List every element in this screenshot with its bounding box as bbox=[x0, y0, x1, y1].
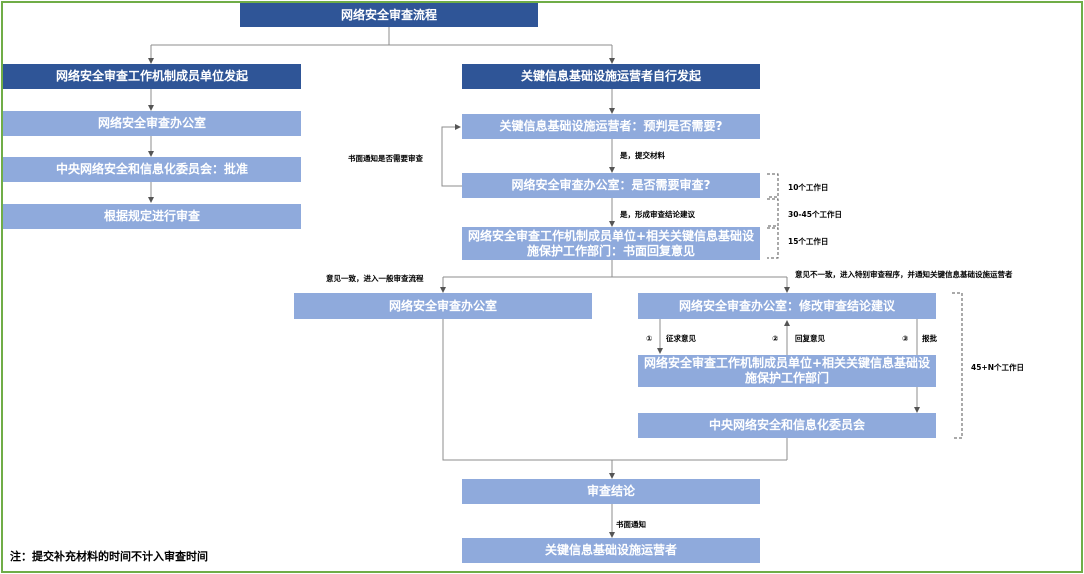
label-written-notice: 书面通知 bbox=[616, 520, 646, 529]
left-review-office: 网络安全审查办公室 bbox=[3, 111, 301, 136]
footnote: 注：提交补充材料的时间不计入审查时间 bbox=[10, 550, 208, 563]
label-step-3: ③ bbox=[902, 334, 909, 343]
label-written-notice-need: 书面通知是否需要审查 bbox=[348, 154, 423, 163]
members-written-reply: 网络安全审查工作机制成员单位+相关关键信息基础设施保护工作部门：书面回复意见 bbox=[462, 227, 760, 260]
left-central-committee: 中央网络安全和信息化委员会：批准 bbox=[3, 157, 301, 182]
label-step-1: ① bbox=[646, 334, 653, 343]
left-review-by-rules: 根据规定进行审查 bbox=[3, 204, 301, 229]
final-operator: 关键信息基础设施运营者 bbox=[462, 538, 760, 563]
operator-prejudge: 关键信息基础设施运营者：预判是否需要? bbox=[462, 114, 760, 139]
central-committee: 中央网络安全和信息化委员会 bbox=[638, 413, 936, 438]
office-need-review: 网络安全审查办公室：是否需要审查? bbox=[462, 173, 760, 198]
label-agree: 意见一致，进入一般审查流程 bbox=[326, 274, 424, 283]
duration-10-days: 10个工作日 bbox=[788, 183, 829, 192]
label-approve: 报批 bbox=[922, 334, 937, 343]
office-general-review: 网络安全审查办公室 bbox=[294, 293, 592, 319]
label-yes-form: 是，形成审查结论建议 bbox=[620, 210, 695, 219]
duration-45n-days: 45+N个工作日 bbox=[971, 363, 1024, 372]
duration-15-days: 15个工作日 bbox=[788, 237, 829, 246]
members-protection-dept: 网络安全审查工作机制成员单位+相关关键信息基础设施保护工作部门 bbox=[638, 355, 936, 387]
review-conclusion: 审查结论 bbox=[462, 479, 760, 504]
flow-title: 网络安全审查流程 bbox=[240, 3, 538, 27]
left-header: 网络安全审查工作机制成员单位发起 bbox=[3, 64, 301, 89]
office-modify-suggestion: 网络安全审查办公室：修改审查结论建议 bbox=[638, 293, 936, 319]
right-header: 关键信息基础设施运营者自行发起 bbox=[462, 64, 760, 89]
label-solicit: 征求意见 bbox=[666, 334, 696, 343]
label-reply: 回复意见 bbox=[795, 334, 825, 343]
label-disagree: 意见不一致，进入特别审查程序，并通知关键信息基础设施运营者 bbox=[795, 270, 1013, 279]
duration-30-45-days: 30-45个工作日 bbox=[788, 210, 842, 219]
label-yes-submit: 是，提交材料 bbox=[620, 151, 665, 160]
label-step-2: ② bbox=[772, 334, 779, 343]
